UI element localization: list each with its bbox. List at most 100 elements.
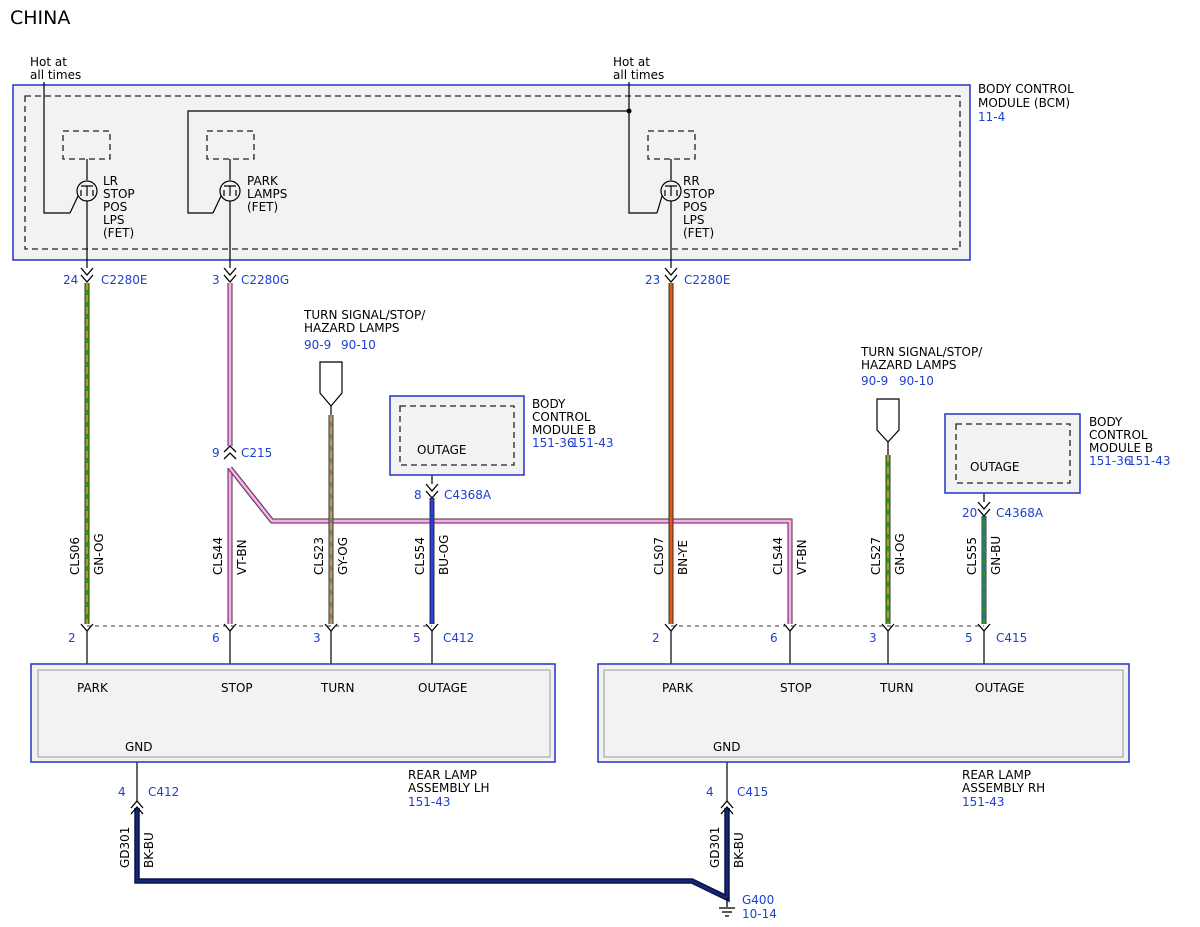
arrow-lh-turn bbox=[324, 623, 338, 632]
arrow-bcm-23 bbox=[664, 267, 678, 283]
circuit-color-cls23: GY-OG bbox=[336, 537, 350, 575]
hot-label-left-line2: all times bbox=[30, 68, 81, 82]
pin-lh-gnd: 4 bbox=[118, 785, 126, 799]
rr-fet-label-5: (FET) bbox=[683, 226, 714, 240]
lr-fet-label-1: LR bbox=[103, 174, 118, 188]
pin-lh-outage: 5 bbox=[413, 631, 421, 645]
turn-ref-lh-flag-icon[interactable] bbox=[319, 361, 343, 407]
bcmb-rh-inner bbox=[955, 423, 1071, 484]
park-fet-symbol bbox=[212, 180, 241, 268]
lr-fet-label-2: STOP bbox=[103, 187, 135, 201]
rr-fet-label-2: STOP bbox=[683, 187, 715, 201]
bcm-label-line2: MODULE (BCM) bbox=[978, 96, 1070, 110]
arrow-c4368a-lh bbox=[425, 483, 439, 499]
circuit-color-gd301-lh: BK-BU bbox=[142, 832, 156, 868]
ground-icon bbox=[719, 898, 735, 917]
hot-label-right-line1: Hot at bbox=[613, 55, 650, 69]
bcmb-lh-page1[interactable]: 151-36 bbox=[532, 436, 575, 450]
turn-ref-rh-flag-icon[interactable] bbox=[876, 398, 900, 443]
connector-c4368a-rh[interactable]: C4368A bbox=[996, 506, 1044, 520]
arrow-lh-park bbox=[80, 623, 94, 632]
lr-dashed-box bbox=[62, 130, 111, 160]
connector-c2280e-rr[interactable]: C2280E bbox=[684, 273, 731, 287]
rear-lamp-rh-inner bbox=[603, 669, 1124, 758]
wire-cls44-lh[interactable] bbox=[227, 283, 793, 624]
page-title: CHINA bbox=[10, 7, 70, 29]
circuit-color-cls55: GN-BU bbox=[989, 536, 1003, 575]
turn-ref-rh-line1: TURN SIGNAL/STOP/ bbox=[860, 345, 983, 359]
pin-rh-park: 2 bbox=[652, 631, 660, 645]
ground-page[interactable]: 10-14 bbox=[742, 907, 777, 921]
arrow-lh-stop bbox=[223, 623, 237, 632]
park-fet-label-1: PARK bbox=[247, 174, 279, 188]
park-power-feed bbox=[187, 82, 630, 214]
lr-fet-label-3: POS bbox=[103, 200, 127, 214]
wire-gd301[interactable] bbox=[134, 808, 730, 903]
arrow-rh-stop bbox=[783, 623, 797, 632]
turn-ref-rh-page1[interactable]: 90-9 bbox=[861, 374, 888, 388]
bcmb-rh-outage-label: OUTAGE bbox=[970, 460, 1020, 474]
turn-ref-rh-page2[interactable]: 90-10 bbox=[899, 374, 934, 388]
connector-c415[interactable]: C415 bbox=[996, 631, 1027, 645]
connector-c415-gnd[interactable]: C415 bbox=[737, 785, 768, 799]
bcm-module-box bbox=[12, 84, 971, 261]
arrow-rh-outage bbox=[977, 623, 991, 632]
rh-pin-outage-label: OUTAGE bbox=[975, 681, 1025, 695]
circuit-id-cls54: CLS54 bbox=[413, 537, 427, 575]
rear-lamp-rh-line2: ASSEMBLY RH bbox=[962, 781, 1045, 795]
circuit-color-cls44-rh: VT-BN bbox=[795, 539, 809, 575]
connector-c215[interactable]: C215 bbox=[241, 446, 272, 460]
bcmb-rh-page2[interactable]: 151-43 bbox=[1128, 454, 1171, 468]
connector-c4368a-lh[interactable]: C4368A bbox=[444, 488, 492, 502]
arrow-rh-turn bbox=[881, 623, 895, 632]
bcmb-lh-box bbox=[389, 395, 525, 476]
bcmb-rh-page1[interactable]: 151-36 bbox=[1089, 454, 1132, 468]
rr-fet-label-4: LPS bbox=[683, 213, 705, 227]
park-fet-label-2: LAMPS bbox=[247, 187, 287, 201]
bcmb-lh-page2[interactable]: 151-43 bbox=[571, 436, 614, 450]
pin-rh-outage: 5 bbox=[965, 631, 973, 645]
rear-lamp-lh-inner bbox=[37, 669, 551, 758]
rear-lamp-lh-page[interactable]: 151-43 bbox=[408, 795, 451, 809]
arrow-bcm-3 bbox=[223, 267, 237, 283]
bcm-page-ref[interactable]: 11-4 bbox=[978, 110, 1005, 124]
turn-ref-lh-page2[interactable]: 90-10 bbox=[341, 338, 376, 352]
pin-bcm-3: 3 bbox=[212, 273, 220, 287]
pin-bcm-23: 23 bbox=[645, 273, 660, 287]
circuit-id-cls44-lh: CLS44 bbox=[211, 537, 225, 575]
connector-c2280g[interactable]: C2280G bbox=[241, 273, 289, 287]
turn-ref-lh-line1: TURN SIGNAL/STOP/ bbox=[303, 308, 426, 322]
ground-id[interactable]: G400 bbox=[742, 893, 774, 907]
pin-rh-turn: 3 bbox=[869, 631, 877, 645]
circuit-color-cls44-lh: VT-BN bbox=[235, 539, 249, 575]
bcmb-lh-inner bbox=[399, 405, 515, 466]
rr-power-feed bbox=[628, 111, 657, 214]
connector-c412[interactable]: C412 bbox=[443, 631, 474, 645]
rh-pin-stop-label: STOP bbox=[780, 681, 812, 695]
rr-fet-label-1: RR bbox=[683, 174, 700, 188]
circuit-id-gd301-lh: GD301 bbox=[118, 827, 132, 868]
bcmb-rh-box bbox=[944, 413, 1081, 494]
arrow-rh-park bbox=[664, 623, 678, 632]
bcmb-rh-line2: CONTROL bbox=[1089, 428, 1148, 442]
connector-c2280e-lr[interactable]: C2280E bbox=[101, 273, 148, 287]
lr-fet-symbol bbox=[69, 180, 98, 268]
connector-c412-gnd[interactable]: C412 bbox=[148, 785, 179, 799]
rear-lamp-rh-page[interactable]: 151-43 bbox=[962, 795, 1005, 809]
circuit-color-cls27: GN-OG bbox=[893, 533, 907, 575]
bcm-label-line1: BODY CONTROL bbox=[978, 82, 1074, 96]
arrow-lh-outage bbox=[425, 623, 439, 632]
park-dashed-box bbox=[206, 130, 255, 160]
pin-c4368a-lh: 8 bbox=[414, 488, 422, 502]
circuit-id-gd301-rh: GD301 bbox=[708, 827, 722, 868]
rh-pin-turn-label: TURN bbox=[879, 681, 913, 695]
rear-lamp-rh-line1: REAR LAMP bbox=[962, 768, 1031, 782]
rr-fet-symbol bbox=[656, 180, 682, 268]
lh-pin-outage-label: OUTAGE bbox=[418, 681, 468, 695]
turn-ref-lh-page1[interactable]: 90-9 bbox=[304, 338, 331, 352]
lr-fet-label-5: (FET) bbox=[103, 226, 134, 240]
pin-c215: 9 bbox=[212, 446, 220, 460]
bcmb-lh-line3: MODULE B bbox=[532, 423, 596, 437]
arrow-c215 bbox=[223, 445, 237, 460]
lr-power-feed bbox=[43, 82, 70, 214]
